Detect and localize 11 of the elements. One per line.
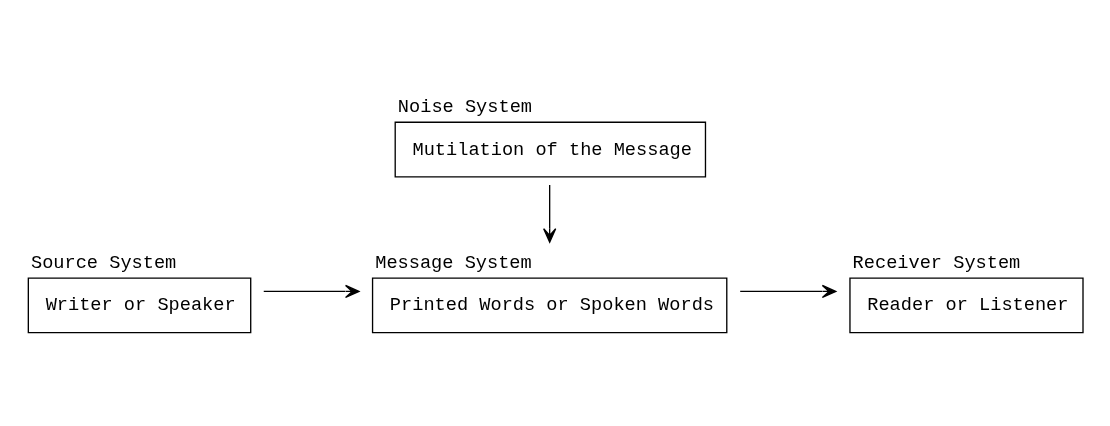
node-label: Message System (375, 251, 532, 274)
node-box: Printed Words or Spoken Words (371, 276, 728, 333)
arrow (543, 183, 557, 243)
node-box: Reader or Listener (849, 276, 1084, 333)
arrow (739, 284, 837, 298)
node-box: Writer or Speaker (27, 276, 252, 333)
node-label: Noise System (397, 95, 532, 118)
node-label: Receiver System (852, 251, 1021, 274)
arrow (263, 284, 360, 298)
node-box: Mutilation of the Message (394, 121, 707, 178)
node-label: Source System (30, 251, 177, 274)
